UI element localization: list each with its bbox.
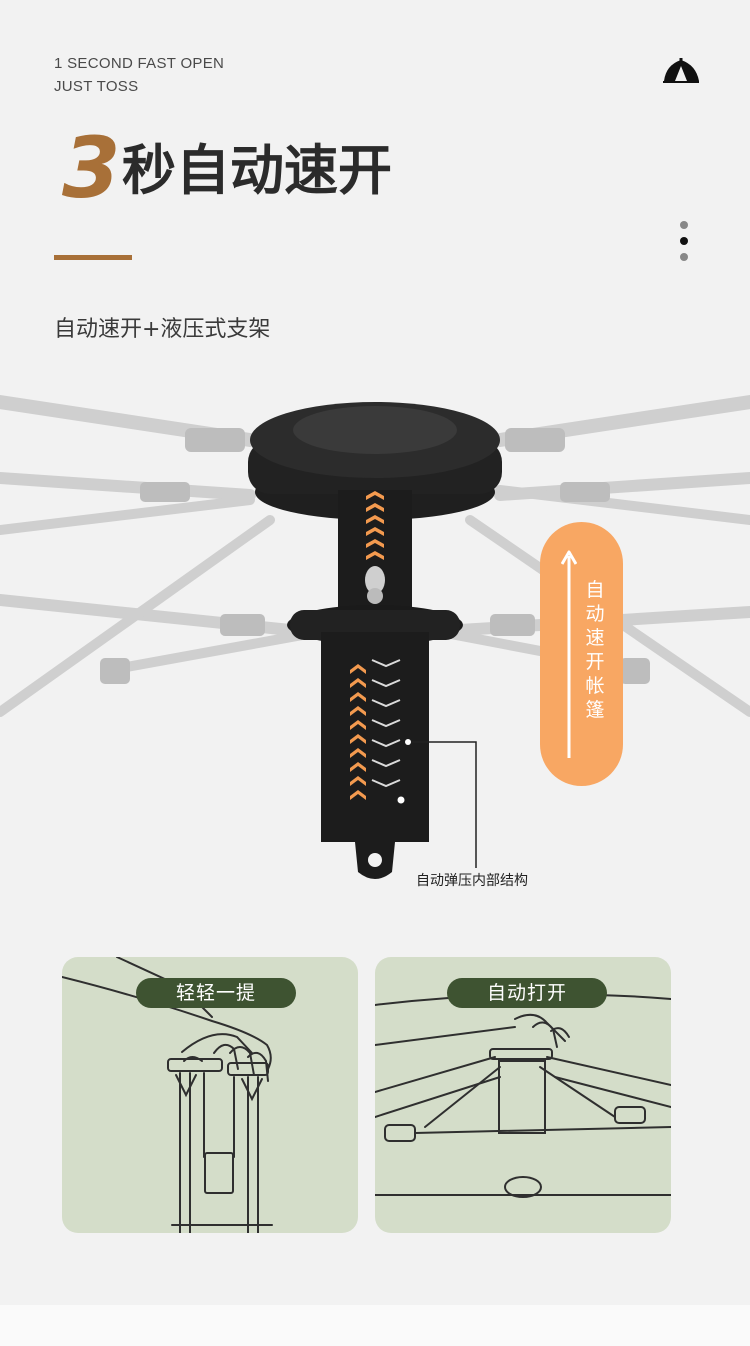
page-dot-3[interactable] [680,253,688,261]
auto-open-badge-text: 自 动 速 开 帐 篷 [582,578,608,722]
spring-structure-callout: 自动弹压内部结构 [416,873,528,889]
auto-open-badge: 自 动 速 开 帐 篷 [540,522,623,786]
page-indicator[interactable] [680,221,690,265]
hydraulic-hub-illustration [0,395,750,879]
english-tagline-line2: JUST TOSS [54,78,139,95]
arrow-up-icon [561,550,577,758]
page-dot-1[interactable] [680,221,688,229]
tag-auto-open: 自动打开 [447,978,607,1008]
badge-char: 自 [585,579,605,601]
badge-char: 帐 [585,675,605,697]
badge-char: 篷 [585,699,605,721]
tag-lift: 轻轻一提 [136,978,296,1008]
page-dot-2-active[interactable] [680,237,688,245]
badge-char: 速 [585,627,605,649]
tent-icon [663,58,699,83]
title-number: 3 [62,119,121,217]
card-auto-open-step: 自动打开 [375,957,671,1233]
bottom-band [0,1305,750,1346]
accent-underline [54,255,132,260]
badge-char: 动 [585,603,605,625]
subtitle: 自动速开+液压式支架 [54,317,271,342]
card-lift-step: 轻轻一提 [62,957,358,1233]
english-tagline-line1: 1 SECOND FAST OPEN [54,55,225,72]
title-text: 秒自动速开 [122,139,392,202]
badge-char: 开 [585,651,605,673]
